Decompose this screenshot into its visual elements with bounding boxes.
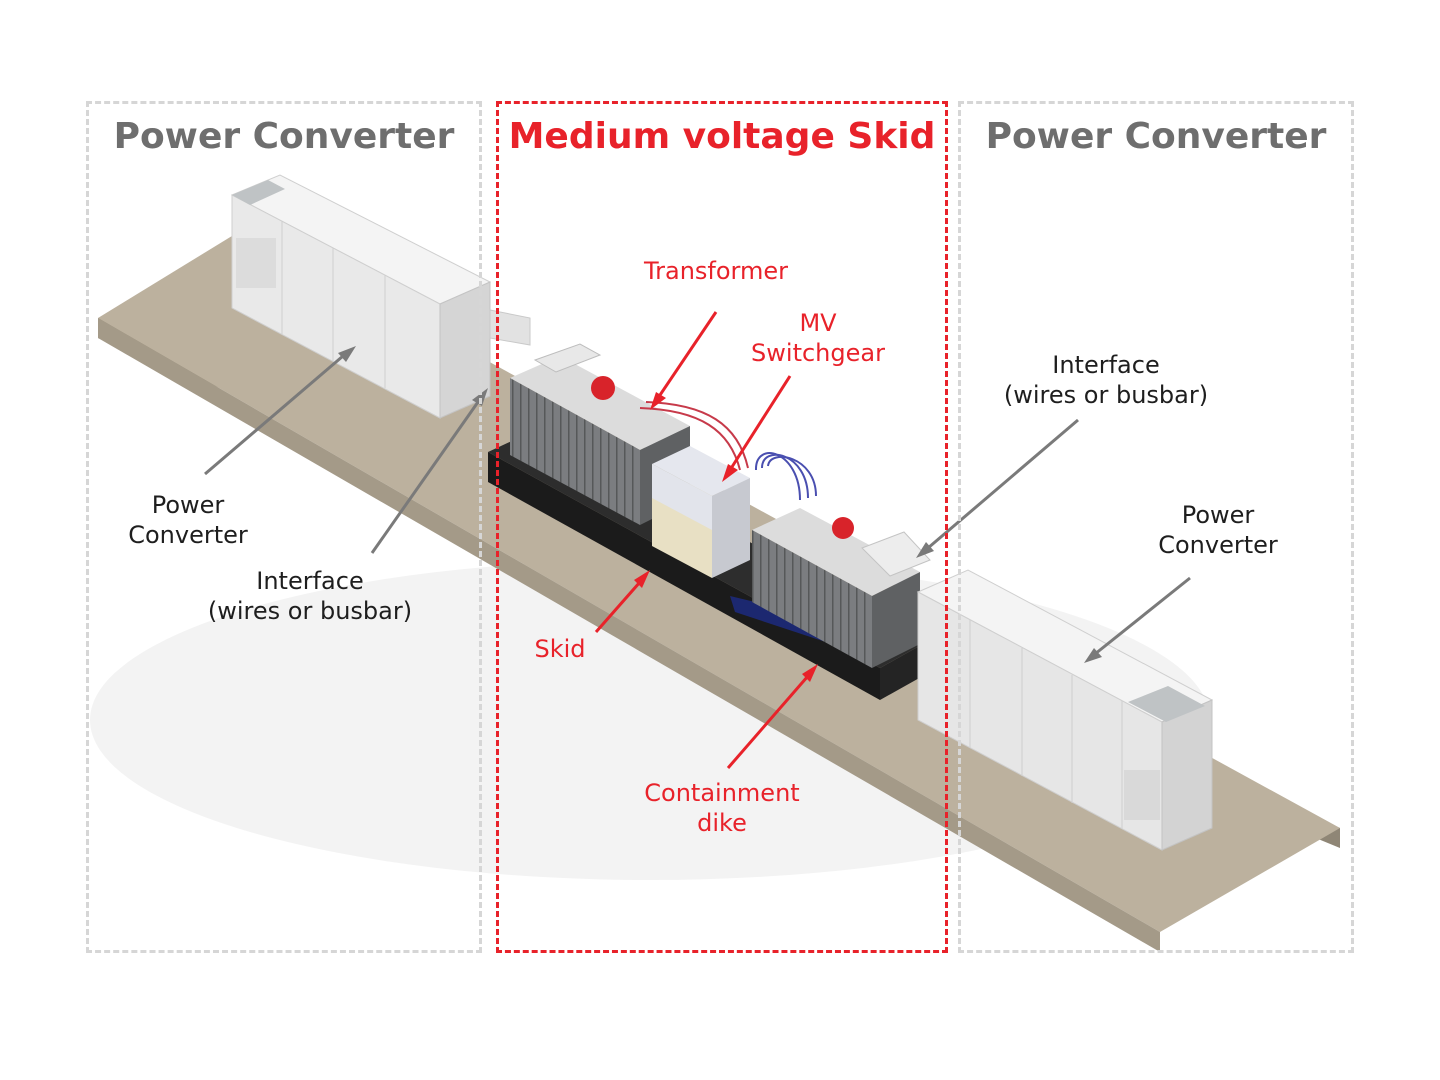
cables <box>639 401 817 501</box>
left-region-title: Power Converter <box>113 116 455 157</box>
red-arrows <box>594 311 818 769</box>
right-transformer <box>752 508 931 668</box>
center-region-title: Medium voltage Skid <box>508 116 936 157</box>
dark-arrows <box>204 346 1191 663</box>
label-skid: Skid <box>534 635 586 663</box>
label-power-converter-left: Power Converter <box>128 491 248 549</box>
label-containment-dike: Containment dike <box>644 779 800 837</box>
medium-voltage-skid-region: Medium voltage Skid <box>496 101 948 953</box>
right-power-converter-cabinets <box>916 569 1214 851</box>
label-interface-right: Interface (wires or busbar) <box>1003 351 1209 409</box>
label-transformer: Transformer <box>643 257 788 285</box>
label-mv-switchgear: MV Switchgear <box>751 309 885 367</box>
mv-switchgear <box>652 446 750 578</box>
left-power-converter-cabinets <box>230 174 531 419</box>
left-power-converter-region: Power Converter <box>86 101 482 953</box>
right-region-title: Power Converter <box>985 116 1327 157</box>
label-power-converter-right: Power Converter <box>1158 501 1278 559</box>
label-interface-left: Interface (wires or busbar) <box>207 567 413 625</box>
right-power-converter-region: Power Converter <box>958 101 1354 953</box>
